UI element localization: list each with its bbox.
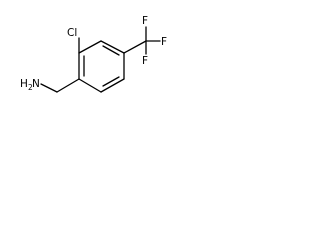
amine-hydrogen-label: H <box>20 78 28 90</box>
ring-bond-c1-c2 <box>78 40 102 54</box>
bond-ch2-to-nh2 <box>40 83 58 93</box>
benzene-ring <box>78 40 125 93</box>
chemical-structure: Cl F F F H 2 N <box>20 15 167 93</box>
ring-bond-c2-c3 <box>100 40 125 54</box>
fluorine-right-label: F <box>161 36 167 48</box>
fluorine-bottom-label: F <box>142 55 148 67</box>
ring-bond-c5-c6 <box>78 78 102 93</box>
fluorine-top-label: F <box>142 15 148 27</box>
amine-hydrogen-count: 2 <box>28 83 33 92</box>
bond-ring-to-ch2 <box>56 78 80 93</box>
chlorine-label: Cl <box>67 27 77 39</box>
ring-double-bond-c4-c5 <box>102 76 120 87</box>
ring-bond-c4-c5 <box>100 78 125 93</box>
ring-double-bond-c2-c3 <box>102 45 120 56</box>
bond-ring-to-cf3 <box>123 40 147 54</box>
amine-nitrogen-label: N <box>32 78 40 90</box>
